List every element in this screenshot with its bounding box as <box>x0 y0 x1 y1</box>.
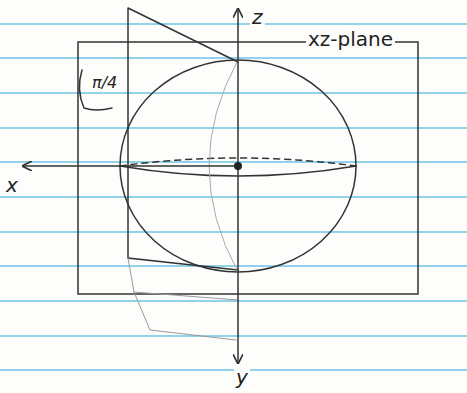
plane-label: xz-plane <box>306 28 395 50</box>
origin-dot <box>234 162 242 170</box>
axis-label: y <box>234 366 250 388</box>
z-axis <box>237 10 239 166</box>
ruled-lines <box>0 24 467 370</box>
y-axis <box>237 166 239 362</box>
xz-plane-outline <box>78 42 418 294</box>
axis-label: x <box>4 174 20 196</box>
angle-label: π/4 <box>90 74 119 92</box>
x-axis <box>24 165 238 167</box>
axis-label: z <box>250 6 265 28</box>
